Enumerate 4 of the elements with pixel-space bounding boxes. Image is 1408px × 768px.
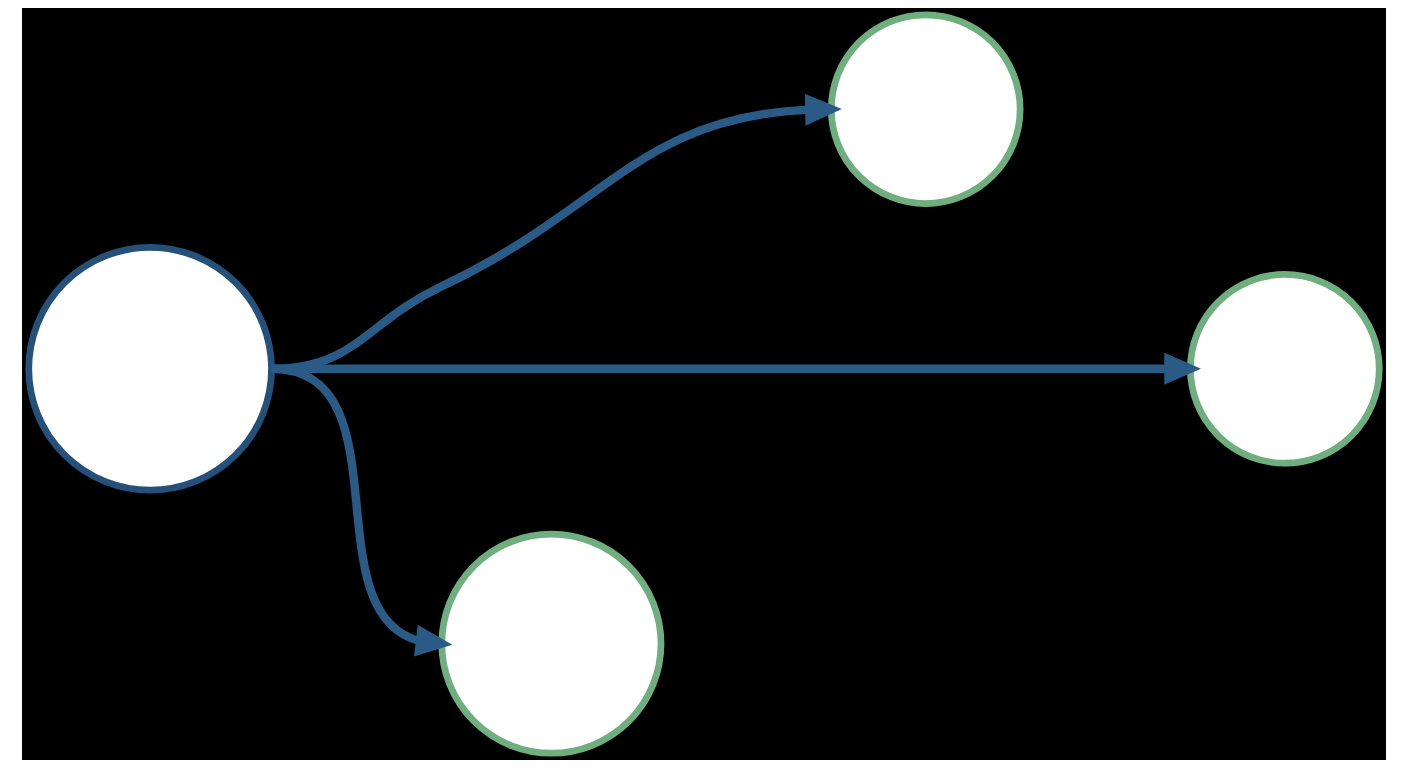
- node-circle: [1187, 271, 1383, 467]
- node-circle: [827, 11, 1024, 207]
- node-circle: [438, 530, 665, 757]
- node-circle: [25, 244, 275, 494]
